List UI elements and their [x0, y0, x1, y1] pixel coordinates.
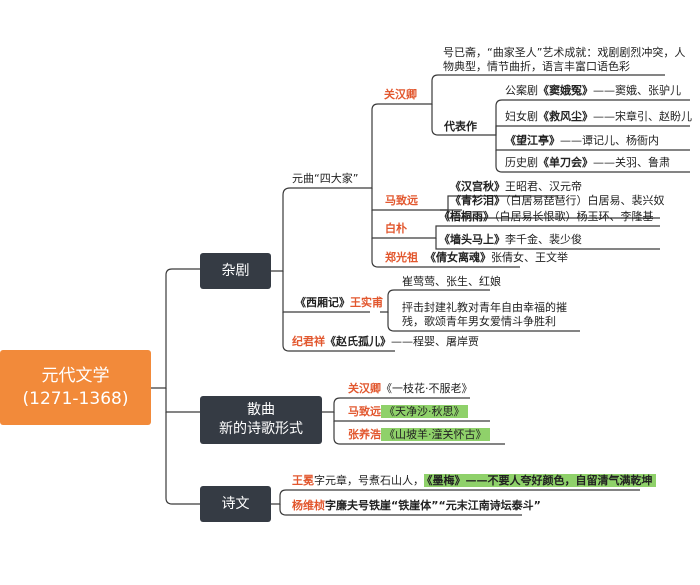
four-masters-label: 元曲“四大家”: [292, 172, 359, 185]
sanqu-line2: 新的诗歌形式: [219, 421, 303, 437]
ji-junxiang-item: 纪君祥《赵氏孤儿》——程婴、屠岸贾: [292, 335, 479, 348]
yang-weizhen-name: 杨维桢: [292, 499, 325, 512]
guan-note-line2: 物典型，情节曲折，语言丰富口语色彩: [443, 60, 630, 73]
zaju-node: 杂剧: [200, 253, 271, 289]
yang-weizhen-item: 杨维桢字廉夫号铁崖“铁崖体”“元末江南诗坛泰斗”: [292, 499, 541, 512]
xixiang-item: 《西厢记》王实甫: [295, 296, 383, 309]
bai-work-1: 《梧桐雨》（白居易长恨歌）杨玉环、李隆基: [439, 210, 654, 223]
root-title: 元代文学: [41, 365, 110, 386]
zheng-guangzu-name: 郑光祖: [385, 251, 418, 264]
zaju-label: 杂剧: [221, 262, 250, 279]
sanqu-node: 散曲 新的诗歌形式: [200, 396, 322, 444]
ma-work-2: 《青衫泪》（白居易琵琶行）白居易、裴兴奴: [450, 194, 665, 207]
wang-shifu-name: 王实甫: [350, 296, 383, 309]
works-label: 代表作: [444, 120, 477, 133]
guan-hanqing-name: 关汉卿: [384, 88, 417, 101]
bai-pu-name: 白朴: [385, 222, 407, 235]
xixiang-theme-line1: 抨击封建礼教对青年自由幸福的摧: [402, 301, 567, 314]
shiwen-label: 诗文: [221, 495, 250, 512]
work-item: 历史剧《单刀会》——关羽、鲁肃: [505, 156, 670, 169]
sanqu-item: 马致远《天净沙·秋思》: [348, 405, 468, 419]
root-period: (1271-1368): [22, 388, 129, 409]
sanqu-line1: 散曲: [247, 402, 275, 418]
wang-mian-item: 王冕字元章，号煮石山人，《墨梅》——不要人夸好颜色，自留清气满乾坤: [292, 474, 656, 488]
sanqu-item: 关汉卿《一枝花·不服老》: [348, 382, 473, 395]
ma-work-1: 《汉宫秋》王昭君、汉元帝: [450, 180, 582, 193]
work-item: 《望江亭》——谭记儿、杨衙内: [505, 134, 659, 147]
ma-zhiyuan-name: 马致远: [385, 194, 418, 207]
work-item: 公案剧《窦娥冤》——窦娥、张驴儿: [505, 84, 681, 97]
bai-work-2: 《墙头马上》李千金、裴少俊: [439, 233, 582, 246]
shiwen-node: 诗文: [200, 486, 271, 522]
wang-mian-name: 王冕: [292, 474, 314, 487]
ji-junxiang-name: 纪君祥: [292, 335, 325, 348]
xixiang-theme-line2: 残，歌颂青年男女爱情斗争胜利: [402, 315, 556, 328]
work-item: 妇女剧《救风尘》——宋章引、赵盼儿: [505, 110, 692, 123]
xixiang-characters: 崔莺莺、张生、红娘: [402, 275, 501, 288]
zheng-guangzu-item: 郑光祖 《倩女离魂》张倩女、王文举: [385, 251, 568, 264]
root-node: 元代文学 (1271-1368): [0, 350, 151, 425]
sanqu-item: 张养浩《山坡羊·潼关怀古》: [348, 428, 490, 442]
guan-note-line1: 号已斋，“曲家圣人”艺术成就：戏剧剧烈冲突，人: [443, 46, 686, 59]
